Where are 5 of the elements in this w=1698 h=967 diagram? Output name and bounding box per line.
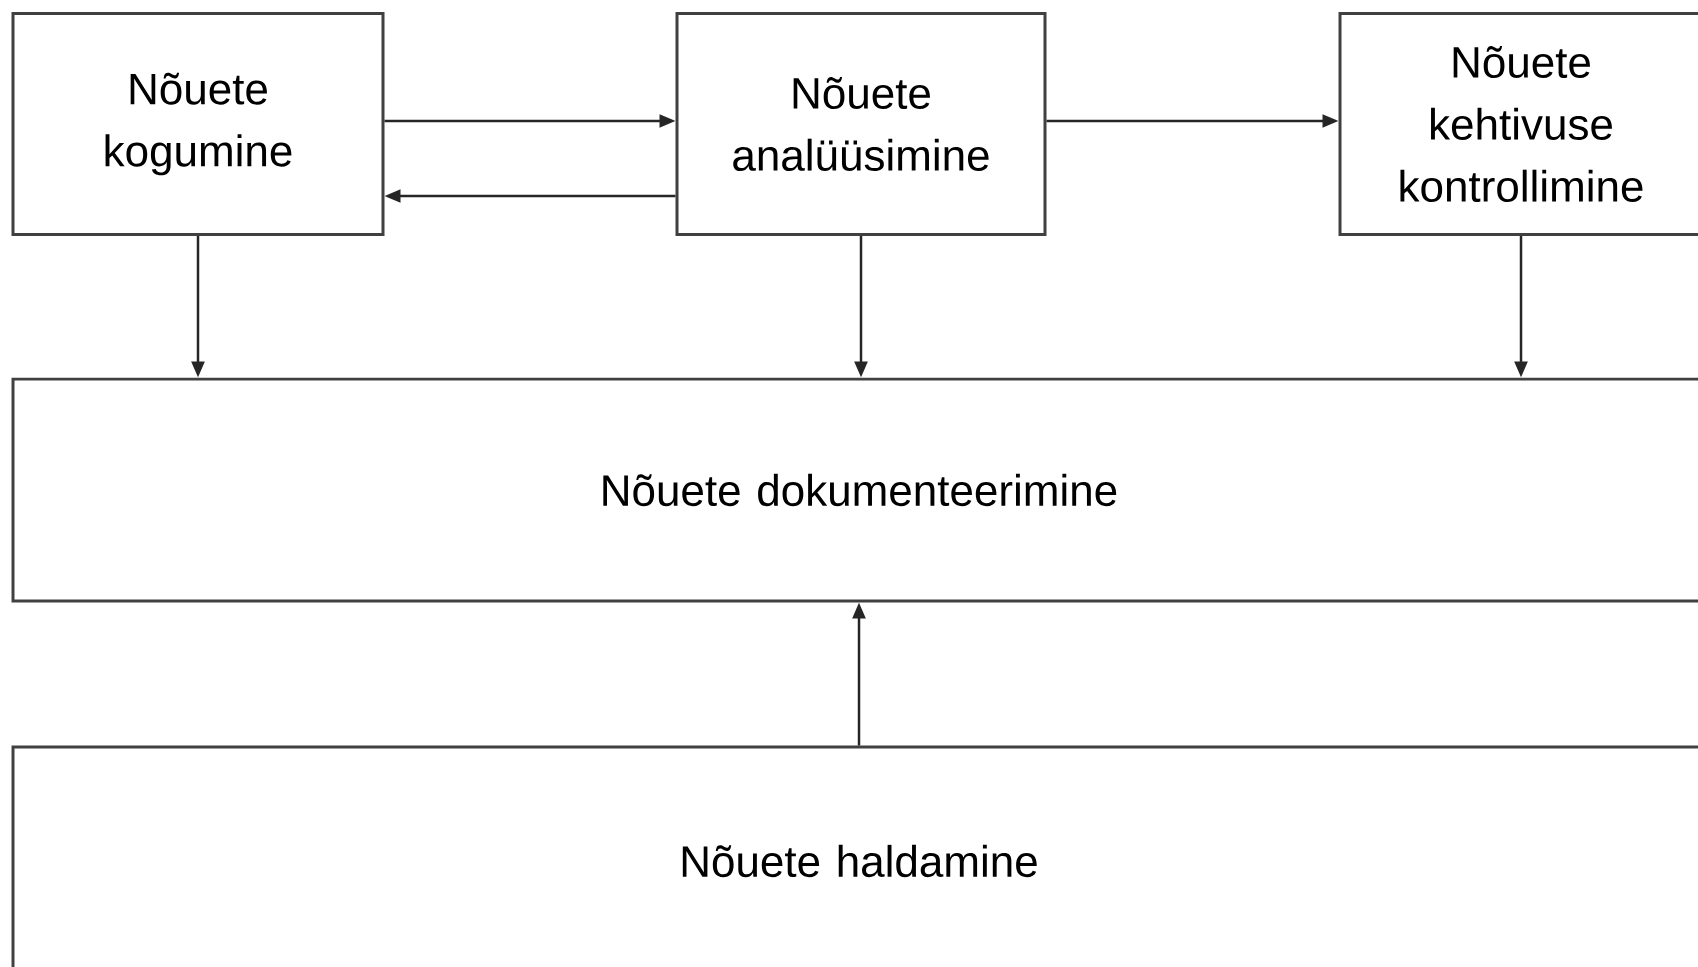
process-box: Nõuete analüüsimine — [675, 12, 1047, 236]
process-box: Nõuete dokumenteerimine — [11, 377, 1698, 603]
process-box: Nõuete kehtivuse kontrollimine — [1338, 12, 1698, 236]
process-box: Nõuete kogumine — [11, 12, 385, 236]
process-box: Nõuete haldamine — [11, 745, 1698, 967]
